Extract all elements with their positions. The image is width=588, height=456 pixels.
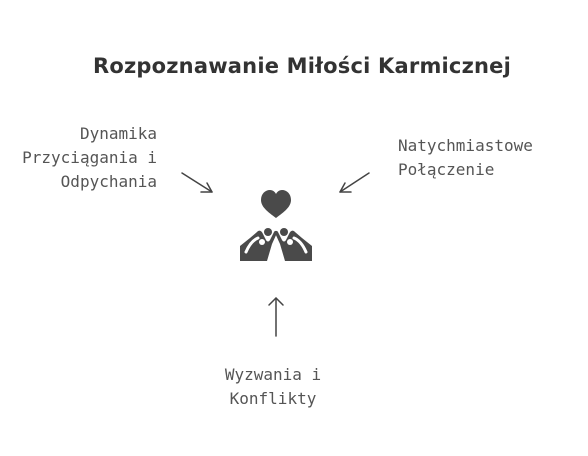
label-left-line-3: Odpychania <box>60 172 157 191</box>
label-challenges-conflicts: Wyzwania i Konflikty <box>173 363 373 411</box>
label-right-line-2: Połączenie <box>398 160 495 179</box>
label-instant-connection: Natychmiastowe Połączenie <box>398 134 584 182</box>
label-right-line-1: Natychmiastowe <box>398 136 533 155</box>
arrow-left <box>181 172 213 193</box>
label-bottom-line-1: Wyzwania i <box>224 365 322 384</box>
arrow-bottom <box>268 297 284 337</box>
arrow-right <box>339 172 370 193</box>
label-attraction-repulsion: Dynamika Przyciągania i Odpychania <box>0 122 157 194</box>
label-bottom-line-2: Konflikty <box>229 389 317 408</box>
diagram-title: Rozpoznawanie Miłości Karmicznej <box>92 54 511 78</box>
hands-heart-icon <box>240 190 312 261</box>
label-left-line-1: Dynamika <box>79 124 157 143</box>
label-left-line-2: Przyciągania i <box>22 148 157 167</box>
